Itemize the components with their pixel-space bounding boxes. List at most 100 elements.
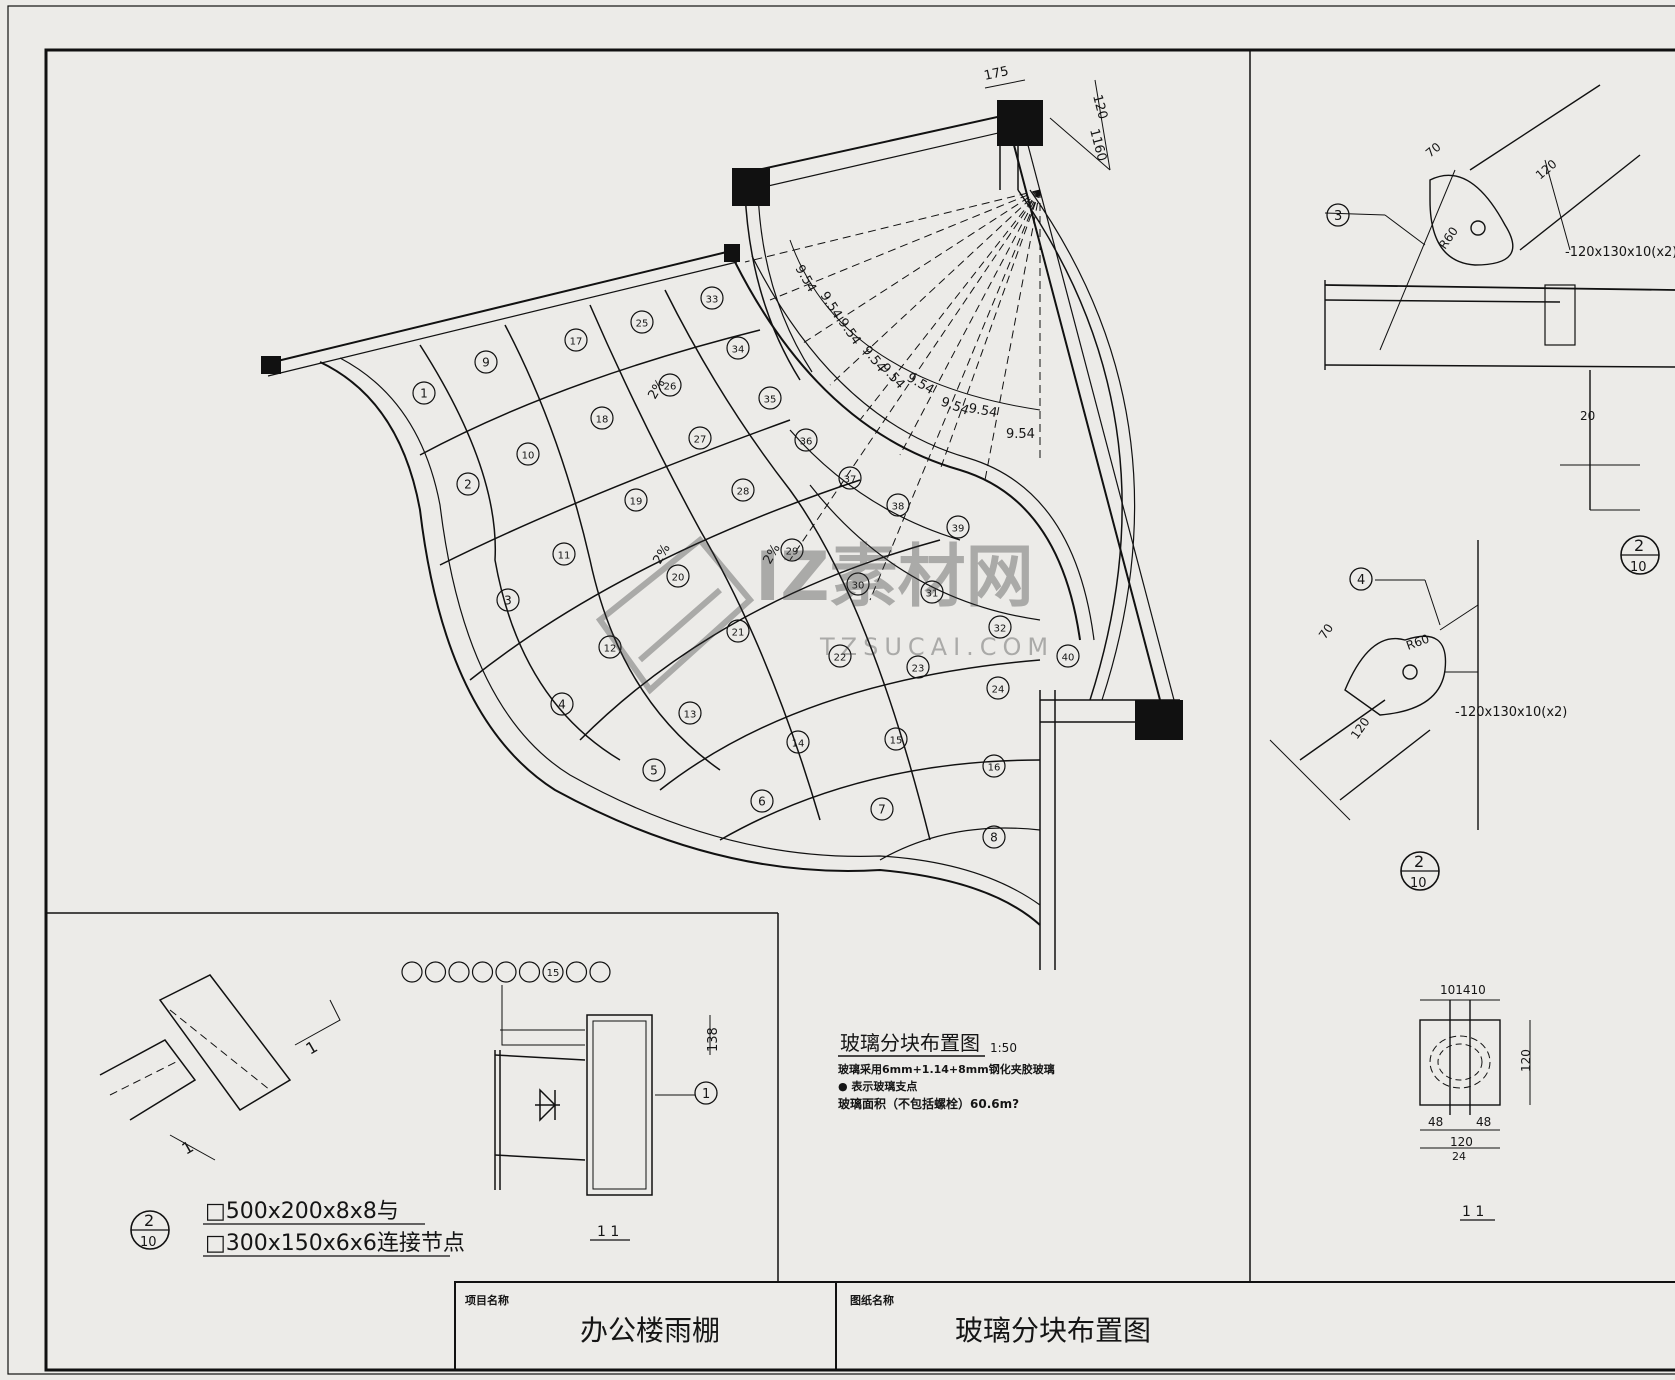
plate-section-title: 1 1	[1462, 1204, 1484, 1220]
radial-dim-label: 9.54	[904, 370, 937, 397]
panel-number: 12	[604, 644, 617, 655]
panel-marker	[456, 472, 480, 496]
plan-scale: 1:50	[990, 1041, 1017, 1055]
panel-marker	[564, 328, 588, 352]
panel-number: 8	[990, 831, 998, 845]
bolt-circle	[518, 961, 541, 983]
panel-marker	[1056, 644, 1080, 668]
panel-number: 14	[792, 739, 805, 750]
panel-number: 34	[732, 345, 745, 356]
panel-number: 24	[992, 685, 1005, 696]
panel-number: 16	[988, 763, 1001, 774]
plate-dim-sub: 24	[1452, 1150, 1466, 1163]
canopy-plan	[261, 79, 1183, 970]
plate-detail	[1419, 999, 1531, 1221]
bolt-circle	[401, 961, 423, 983]
radial-dim-label: 9.54	[1006, 427, 1035, 442]
panel-marker	[496, 588, 520, 612]
lower-bracket-detail	[1269, 540, 1479, 891]
joint-detail	[99, 974, 450, 1257]
panel-marker	[666, 564, 690, 588]
panel-marker	[946, 515, 970, 539]
panel-number: 10	[522, 451, 535, 462]
panel-number: 25	[636, 319, 649, 330]
watermark-brand: IZ素材网	[755, 538, 1034, 617]
panel-marker	[750, 789, 774, 813]
bolt-circle	[424, 961, 447, 983]
lower-dim-120: 120	[1348, 715, 1373, 742]
panel-number: 23	[912, 664, 925, 675]
plate-dim-total: 120	[1450, 1135, 1473, 1149]
panel-number: 37	[844, 475, 857, 486]
watermark-url: TZSUCAI.COM	[819, 633, 1054, 661]
panel-number: 3	[504, 594, 512, 608]
title-block: 项目名称 办公楼雨棚 图纸名称 玻璃分块布置图	[454, 1281, 1675, 1371]
panel-number: 32	[994, 624, 1007, 635]
joint-callout-sheet: 10	[140, 1235, 157, 1250]
panel-number: 26	[664, 382, 677, 393]
watermark: IZ素材网 TZSUCAI.COM	[595, 535, 1054, 695]
panel-marker	[838, 466, 862, 490]
plan-title: 玻璃分块布置图	[840, 1031, 980, 1055]
panel-marker	[658, 373, 682, 397]
upper-bracket-detail	[1324, 84, 1675, 575]
upper-radius: R60	[1436, 224, 1461, 251]
panel-marker	[678, 701, 702, 725]
panel-number: 31	[926, 589, 939, 600]
radial-dim-label: 9.54	[939, 395, 971, 419]
panel-number: 6	[758, 795, 766, 809]
panel-marker	[786, 730, 810, 754]
panel-marker	[758, 386, 782, 410]
panel-number: 38	[892, 502, 905, 513]
panel-marker	[986, 676, 1010, 700]
plan-dim-120: 120	[1089, 93, 1110, 121]
panel-marker	[870, 797, 894, 821]
panel-marker	[794, 428, 818, 452]
panel-marker	[920, 580, 944, 604]
panel-marker	[624, 488, 648, 512]
radial-dim-label: 9.54	[967, 401, 998, 421]
bolt-circle	[471, 961, 494, 983]
plate-dim-bottom-left: 48	[1428, 1115, 1443, 1129]
plan-dim-175: 175	[983, 64, 1010, 84]
plan-dim-1160: 1160	[1086, 127, 1109, 163]
panel-number: 17	[570, 337, 583, 348]
bolt-circle	[495, 961, 517, 983]
bolt-circle-label: 15	[547, 968, 560, 979]
panel-number: 39	[952, 524, 965, 535]
panel-marker	[552, 542, 576, 566]
panel-number: 5	[650, 764, 658, 778]
project-label: 项目名称	[465, 1293, 509, 1307]
plan-note-3: 玻璃面积（不包括螺栓）60.6m?	[838, 1096, 1019, 1111]
panel-number: 22	[834, 653, 847, 664]
panel-marker	[828, 644, 852, 668]
panel-marker	[846, 572, 870, 596]
section-member-ref: 1	[702, 1087, 710, 1102]
plate-dim-bottom-right: 48	[1476, 1115, 1491, 1129]
bolt-circle	[565, 961, 588, 983]
panel-marker	[982, 754, 1006, 778]
bolt-circle-row: 15	[401, 961, 611, 983]
panel-number: 36	[800, 437, 813, 448]
panel-marker	[700, 286, 724, 310]
panel-marker	[598, 635, 622, 659]
plan-note-1: 玻璃采用6mm+1.14+8mm钢化夹胶玻璃	[838, 1062, 1055, 1076]
section-dim-138: 138	[706, 1027, 721, 1052]
panel-marker	[731, 478, 755, 502]
lower-bracket-text: 4 R60 -120x130x10(x2) 70 120 2 10	[1316, 567, 1567, 891]
panel-number: 21	[732, 628, 745, 639]
panel-marker	[590, 406, 614, 430]
joint-spec-line1: □500x200x8x8与	[205, 1199, 399, 1224]
panel-number: 18	[596, 415, 609, 426]
panel-number: 27	[694, 435, 707, 446]
panel-marker	[516, 442, 540, 466]
plate-dim-side: 120	[1519, 1049, 1533, 1072]
panel-marker	[630, 310, 654, 334]
radial-dim-label: 9.54	[835, 316, 864, 348]
panel-number: 40	[1062, 653, 1075, 664]
upper-dim-20: 20	[1580, 409, 1595, 423]
panel-number: 7	[878, 803, 886, 817]
upper-callout-sheet: 10	[1630, 560, 1647, 575]
panel-number: 1	[420, 387, 428, 401]
